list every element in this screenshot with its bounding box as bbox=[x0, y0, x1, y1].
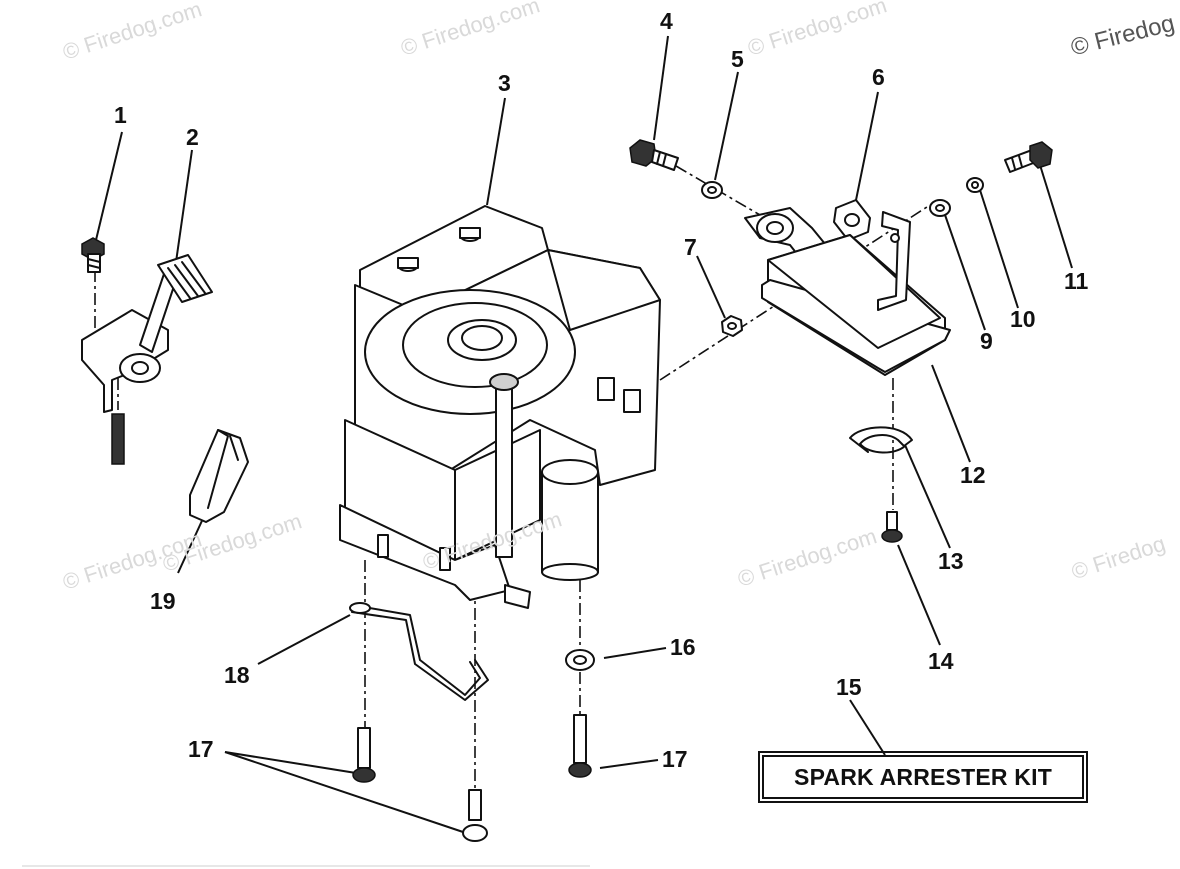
part-16-star-washer bbox=[565, 649, 595, 671]
spark-arrester-kit-box: SPARK ARRESTER KIT bbox=[758, 751, 1088, 803]
part-4-bolt bbox=[629, 139, 679, 171]
part-18-rod bbox=[349, 602, 489, 701]
callout-11: 11 bbox=[1064, 268, 1089, 294]
part-2-throttle-control bbox=[81, 254, 213, 465]
part-1-bolt bbox=[81, 237, 105, 273]
callout-3: 3 bbox=[498, 70, 511, 96]
callout-14: 14 bbox=[928, 648, 954, 674]
callout-4: 4 bbox=[660, 8, 673, 34]
callout-7: 7 bbox=[684, 234, 697, 260]
spark-arrester-kit-label: SPARK ARRESTER KIT bbox=[794, 763, 1052, 790]
callout-9: 9 bbox=[980, 328, 993, 354]
part-3-engine bbox=[339, 205, 661, 609]
callout-6: 6 bbox=[872, 64, 885, 90]
callout-12: 12 bbox=[960, 462, 986, 488]
part-14-screw bbox=[881, 511, 903, 543]
callout-2: 2 bbox=[186, 124, 199, 150]
part-12-muffler bbox=[761, 211, 951, 376]
callout-15: 15 bbox=[836, 674, 862, 700]
callout-17-right: 17 bbox=[662, 746, 688, 772]
part-9-washer bbox=[929, 199, 951, 217]
callout-5: 5 bbox=[731, 46, 744, 72]
callout-10: 10 bbox=[1010, 306, 1036, 332]
callout-13: 13 bbox=[938, 548, 964, 574]
callout-16: 16 bbox=[670, 634, 696, 660]
part-13-spark-screen bbox=[849, 426, 913, 454]
callout-1: 1 bbox=[114, 102, 127, 128]
part-6-gasket bbox=[833, 199, 871, 241]
callout-18: 18 bbox=[224, 662, 250, 688]
part-5-washer bbox=[701, 181, 723, 199]
part-11-bolt bbox=[1004, 141, 1053, 173]
part-7-nut bbox=[721, 315, 743, 337]
callout-17-left: 17 bbox=[188, 736, 214, 762]
part-10-lockwasher bbox=[966, 177, 984, 193]
part-19-clip bbox=[189, 429, 249, 523]
part-17-bolts bbox=[352, 714, 592, 842]
callout-19: 19 bbox=[150, 588, 176, 614]
assembly-lines bbox=[94, 165, 931, 790]
leader-lines bbox=[95, 35, 1073, 834]
